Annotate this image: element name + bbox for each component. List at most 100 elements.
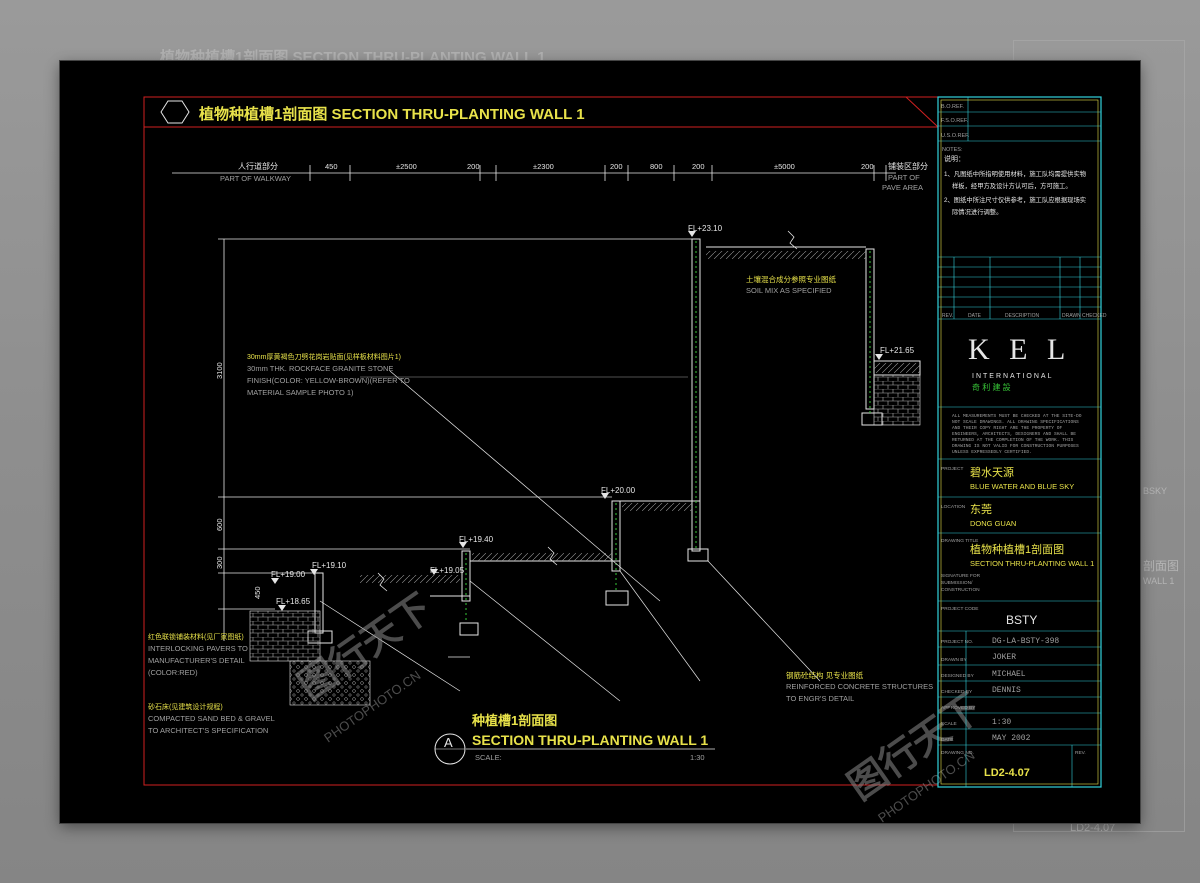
stone-bed: [249, 610, 321, 662]
note-line: 际情况进行调整。: [952, 207, 1002, 216]
ghost-text-1: BSKY: [1143, 486, 1168, 496]
project-no-value: DG-LA-BSTY-398: [992, 637, 1059, 646]
stone-bed: [873, 374, 921, 426]
ghost-text-4: LD2-4.07: [1070, 822, 1116, 834]
designed-by-label: DESIGNED BY: [941, 673, 975, 679]
dim-segment: 200: [610, 162, 623, 171]
scale-value: 1:30: [992, 718, 1011, 727]
checked-by-value: DENNIS: [992, 686, 1021, 695]
drawing-title-en: SECTION THRU-PLANTING WALL 1: [970, 559, 1094, 568]
rev-header: CHECKED: [1082, 313, 1107, 319]
section-marker-letter: A: [444, 735, 453, 750]
granite-note-en: FINISH(COLOR: YELLOW-BROWN)(REFER TO: [247, 376, 410, 385]
pavers-note-cn: 红色联锁铺装材料(见厂家图纸): [148, 632, 244, 641]
soil-note-en: SOIL MIX AS SPECIFIED: [746, 286, 832, 295]
date-label: DATE: [941, 737, 953, 743]
vertical-dimension: [218, 238, 700, 641]
soil-hatch: [874, 363, 920, 373]
disclaimer-line: DRAWING IS NOT VALID FOR CONSTRUCTION PU…: [952, 443, 1079, 449]
drawing-title-label: DRAWING TITLE: [941, 538, 978, 544]
drawing-title-cn: 植物种植槽1剖面图: [970, 542, 1064, 556]
granite-note-cn: 30mm厚黄褐色刀劈花岗岩贴面(见样板材料图片1): [247, 352, 401, 361]
location-label: LOCATION: [941, 504, 966, 510]
rev-header: DESCRIPTION: [1005, 313, 1040, 319]
hexagon-icon: [160, 100, 190, 124]
ghost-text-2: 剖面图: [1143, 559, 1180, 573]
concrete-note-cn: 钢筋砼结构 见专业图纸: [786, 670, 864, 680]
project-code-label: PROJECT CODE: [941, 606, 979, 612]
break-line: [377, 572, 388, 592]
walkway-label-cn: 人行道部分: [238, 161, 278, 171]
pave-label-cn: 铺装区部分: [888, 161, 928, 171]
section-title-en: SECTION THRU-PLANTING WALL 1: [472, 732, 708, 748]
project-no-label: PROJECT NO.: [941, 639, 973, 645]
granite-note-en: MATERIAL SAMPLE PHOTO 1): [247, 388, 354, 397]
dim-segment: 200: [861, 162, 874, 171]
watermark: 图行天下 PHOTOPHOTO.CN 图行天下 PHOTOPHOTO.CN: [291, 587, 990, 823]
break-line: [547, 546, 558, 566]
note-line: 样板，经甲方及设计方认可后，方可施工。: [952, 181, 1072, 190]
drawing-header-title: 植物种植槽1剖面图 SECTION THRU-PLANTING WALL 1: [199, 105, 585, 123]
pave-label-en-1: PART OF: [888, 173, 920, 182]
ground-lines: [319, 370, 821, 702]
signature-label: SUBMISSION/: [941, 580, 973, 586]
rev-header: REV.: [942, 313, 953, 319]
checked-by-label: CHECKED BY: [941, 689, 973, 695]
level-label: FL+19.05: [430, 566, 465, 575]
level-label: FL+19.00: [271, 570, 306, 579]
pavers-note-en: MANUFACTURER'S DETAIL: [148, 656, 245, 665]
sand-note-en: COMPACTED SAND BED & GRAVEL: [148, 714, 275, 723]
level-label: FL+20.00: [601, 486, 636, 495]
company-logo: K E L: [968, 333, 1071, 366]
dim-segment: 450: [325, 162, 338, 171]
soil-hatch: [360, 575, 460, 583]
dim-segment: 200: [467, 162, 480, 171]
concrete-note-en: TO ENGR'S DETAIL: [786, 694, 854, 703]
pavers-note-en: INTERLOCKING PAVERS TO: [148, 644, 248, 653]
location-en: DONG GUAN: [970, 519, 1016, 528]
walkway-label-en: PART OF WALKWAY: [220, 174, 291, 183]
project-code-value: BSTY: [1006, 613, 1037, 627]
soil-hatch: [472, 553, 612, 561]
section-scale-label: SCALE:: [475, 753, 502, 762]
ref-label: F.S.O.REF.: [941, 118, 969, 124]
notes-label: NOTES:: [942, 147, 963, 153]
note-line: 1、凡图纸中所指明使用材料，施工队均需提供实物: [944, 169, 1086, 178]
rev-header: DATE: [968, 313, 982, 319]
level-label: FL+19.10: [312, 561, 347, 570]
disclaimer-line: RETURNED AT THE COMPLETION OF THE WORK. …: [952, 437, 1074, 443]
dim-vertical: 450: [253, 586, 262, 599]
section-scale-value: 1:30: [690, 753, 705, 762]
dim-vertical: 600: [215, 518, 224, 531]
concrete-note-en: REINFORCED CONCRETE STRUCTURES: [786, 682, 933, 691]
drawing-sheet: 植物种植槽1剖面图 SECTION THRU-PLANTING WALL 1 人…: [60, 61, 1140, 823]
dim-segment: ±2500: [396, 162, 417, 171]
header-corner: [905, 96, 939, 128]
soil-hatch: [622, 503, 692, 511]
project-name-cn: 碧水天源: [970, 465, 1014, 479]
scale-label: SCALE: [941, 721, 957, 727]
section-title-cn: 种植槽1剖面图: [471, 713, 557, 728]
project-name-en: BLUE WATER AND BLUE SKY: [970, 482, 1074, 491]
notes-label-cn: 说明：: [944, 154, 965, 163]
level-label: FL+21.65: [880, 346, 915, 355]
granite-note-en: 30mm THK. ROCKFACE GRANITE STONE: [247, 364, 393, 373]
sand-note-cn: 砂石床(见建筑设计规程): [148, 702, 223, 711]
drawn-by-label: DRAWN BY: [941, 657, 967, 663]
rev-label: REV.: [1075, 750, 1086, 756]
level-markers: [271, 231, 883, 611]
company-logo-sub: INTERNATIONAL: [972, 373, 1054, 380]
drawing-no-value: LD2-4.07: [984, 767, 1030, 779]
dim-segment: 200: [692, 162, 705, 171]
pavers-note-en: (COLOR:RED): [148, 668, 198, 677]
drawn-by-value: JOKER: [992, 653, 1016, 662]
drawing-no-label: DRAWING NO.: [941, 750, 974, 756]
dim-segment: ±2300: [533, 162, 554, 171]
disclaimer-line: ENGINEERS, ARCHITECTS, DESIGNERS AND SHA…: [952, 431, 1076, 437]
soil-hatch: [706, 251, 866, 259]
title-block: [937, 96, 1102, 788]
signature-label: SIGNATURE FOR: [941, 573, 981, 579]
company-logo-cn: 奇 利 建 設: [972, 382, 1011, 392]
ref-label: B.O.REF.: [941, 104, 964, 110]
disclaimer-line: NOT SCALE DRAWINGS. ALL DRAWING SPECIFIC…: [952, 419, 1079, 425]
